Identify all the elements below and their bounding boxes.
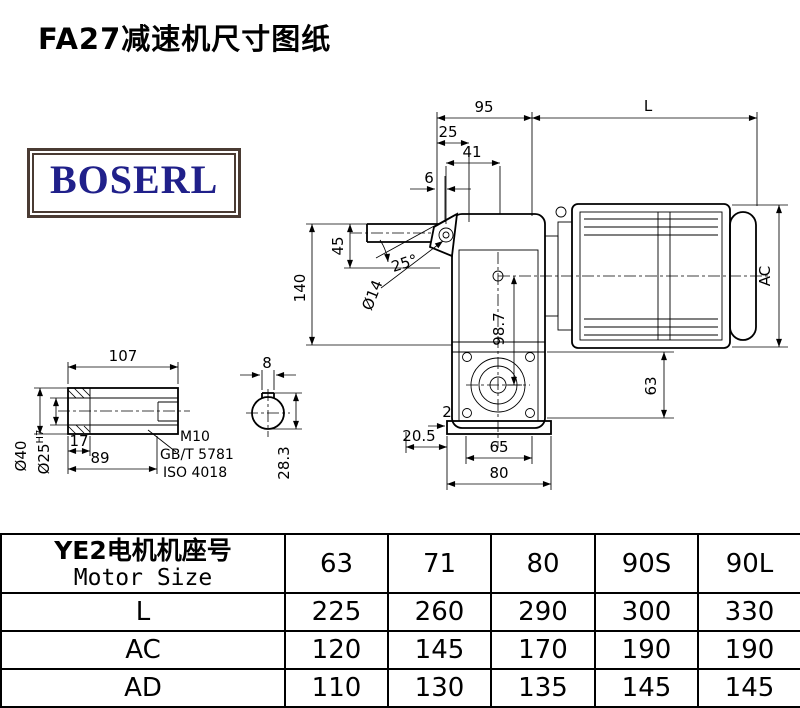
dim-28-3: 28.3 [275, 446, 293, 479]
motor-size-table: YE2电机机座号 Motor Size 63 71 80 90S 90L L 2… [0, 533, 800, 708]
thread-standard-iso: ISO 4018 [163, 465, 227, 481]
motor-size-90L: 90L [697, 533, 800, 594]
value-L-63: 225 [284, 592, 389, 632]
dim-95: 95 [474, 98, 493, 116]
boserl-logo: BOSERL [27, 148, 242, 218]
flange-bolt-hole [462, 408, 472, 418]
dim-98-7: 98.7 [490, 312, 508, 345]
table-header-row: YE2电机机座号 Motor Size 63 71 80 90S 90L [0, 533, 800, 594]
value-AC-80: 170 [490, 630, 596, 670]
dim-41: 41 [462, 143, 481, 161]
ear-bolt-hole [438, 227, 454, 243]
dim-dia40: Ø40 [12, 441, 30, 472]
motor-size-63: 63 [284, 533, 389, 594]
dim-AC: AC [756, 266, 774, 286]
top-dimensions: 95 L 25 41 6 [410, 97, 758, 226]
dim-65: 65 [489, 438, 508, 456]
page-title: FA27减速机尺寸图纸 [38, 22, 332, 56]
gearbox-dimension-drawing: 95 L 25 41 6 45 140 Ø14 [12, 97, 788, 490]
header-label-cn: YE2电机机座号 [54, 535, 232, 565]
dim-angle-25: 25° [389, 251, 420, 276]
shaft-detail-view: 107 17 89 M10 GB/T 5781 IS [12, 347, 234, 481]
dim-20-5: 20.5 [402, 427, 435, 445]
main-view [350, 203, 768, 448]
motor-size-71: 71 [387, 533, 492, 594]
keyway-section-view: 8 28.3 [240, 354, 302, 480]
value-AD-90L: 145 [697, 668, 800, 708]
value-L-71: 260 [387, 592, 492, 632]
dim-89: 89 [90, 449, 109, 467]
flange-bolt-hole [525, 408, 535, 418]
dim-8: 8 [262, 354, 272, 372]
motor-size-90S: 90S [594, 533, 699, 594]
right-dimensions: 98.7 AC 63 [490, 204, 788, 419]
dim-63: 63 [642, 376, 660, 395]
table-row-AC: AC 120 145 170 190 190 [0, 630, 800, 670]
dim-107: 107 [109, 347, 138, 365]
dim-140: 140 [291, 274, 309, 303]
value-AD-63: 110 [284, 668, 389, 708]
value-AC-63: 120 [284, 630, 389, 670]
table-row-AD: AD 110 130 135 145 145 [0, 668, 800, 708]
dim-dia25H7: Ø25H7 [35, 430, 53, 475]
left-dimensions: 45 140 Ø14 25° [291, 213, 457, 346]
header-label-en: Motor Size [73, 564, 213, 591]
value-AC-90L: 190 [697, 630, 800, 670]
value-AC-71: 145 [387, 630, 492, 670]
lifting-eye [555, 206, 567, 218]
table-row-L: L 225 260 290 300 330 [0, 592, 800, 632]
bottom-dimensions: 2 20.5 65 80 [402, 403, 552, 490]
flange-bolt-hole [525, 352, 535, 362]
value-L-80: 290 [490, 592, 596, 632]
value-AC-90S: 190 [594, 630, 699, 670]
dim-M10: M10 [180, 429, 210, 445]
value-AD-80: 135 [490, 668, 596, 708]
dim-25: 25 [438, 123, 457, 141]
flange-bolt-hole [462, 352, 472, 362]
row-label-L: L [0, 592, 286, 632]
gearbox-housing [451, 213, 546, 429]
value-L-90S: 300 [594, 592, 699, 632]
row-label-AD: AD [0, 668, 286, 708]
mounting-foot [446, 420, 552, 435]
dim-80: 80 [489, 464, 508, 482]
motor-size-80: 80 [490, 533, 596, 594]
value-L-90L: 330 [697, 592, 800, 632]
dim-45: 45 [329, 236, 347, 255]
thread-standard-gbt: GB/T 5781 [160, 447, 234, 463]
dim-2: 2 [442, 403, 452, 421]
value-AD-71: 130 [387, 668, 492, 708]
row-label-AC: AC [0, 630, 286, 670]
value-AD-90S: 145 [594, 668, 699, 708]
dim-17: 17 [69, 432, 88, 450]
header-label-cell: YE2电机机座号 Motor Size [0, 533, 286, 594]
dim-dia14: Ø14 [358, 277, 386, 312]
fan-cover [729, 211, 757, 341]
boserl-logo-text: BOSERL [32, 153, 237, 213]
dim-L: L [644, 97, 653, 115]
dim-6: 6 [424, 169, 434, 187]
